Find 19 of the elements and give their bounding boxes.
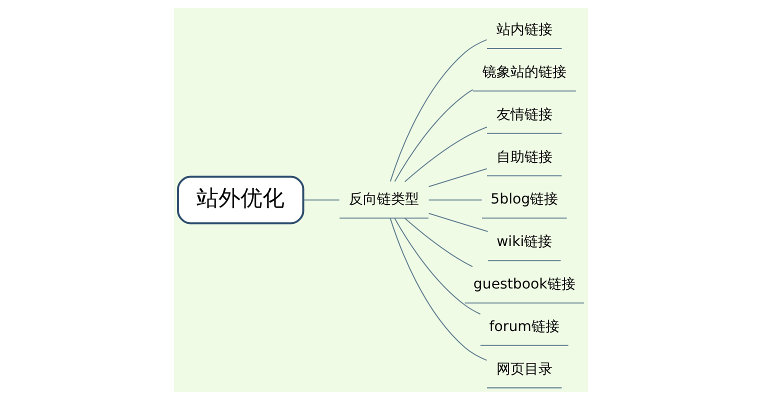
node-text: wiki链接 <box>496 234 552 250</box>
connector <box>389 218 486 361</box>
connector <box>389 39 486 182</box>
connector <box>404 218 472 268</box>
node-text: guestbook链接 <box>472 276 575 293</box>
connector <box>394 218 480 315</box>
node-text: 镜象站的链接 <box>482 64 566 81</box>
connector <box>428 212 488 232</box>
node-text: 站内链接 <box>496 22 552 38</box>
node-text: 自助链接 <box>496 149 552 166</box>
connector <box>394 89 473 182</box>
node-text: 反向链类型 <box>348 192 419 208</box>
node-text: 友情链接 <box>496 106 552 123</box>
node-text: 5blog链接 <box>490 192 558 208</box>
node-box: 站外优化 <box>176 176 304 224</box>
connector <box>404 126 487 182</box>
node-text: 网页目录 <box>496 361 552 378</box>
connector <box>428 168 486 188</box>
node-text: forum链接 <box>488 318 559 335</box>
